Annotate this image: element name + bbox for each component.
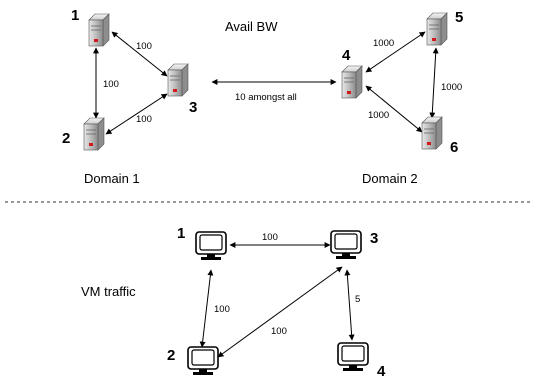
link-d2-5-6: [429, 47, 439, 119]
d2-node-5-label: 5: [455, 9, 463, 26]
inter-domain-label: 10 amongst all: [235, 92, 297, 103]
vm-traffic-caption: VM traffic: [81, 284, 136, 299]
link-vm-1-2: [199, 269, 214, 348]
label-vm-2-3: 100: [271, 326, 287, 337]
server-icon: [88, 13, 110, 47]
vm-node-3-label: 3: [370, 230, 378, 247]
vm-node-2-label: 2: [167, 347, 175, 364]
domain2-links: [365, 31, 439, 133]
server-icon: [167, 63, 189, 97]
d2-node-4-label: 4: [342, 47, 351, 64]
label-d2-5-6: 1000: [441, 82, 462, 93]
avail-bw-title: Avail BW: [225, 19, 278, 34]
monitor-icon: [330, 230, 362, 260]
d1-node-2-label: 2: [62, 130, 70, 147]
link-vm-3-4: [344, 269, 355, 341]
link-d2-4-6: [365, 85, 423, 133]
link-d2-4-5: [365, 31, 426, 73]
label-d1-2-3: 100: [136, 114, 152, 125]
link-d1-1-3: [111, 31, 168, 77]
d2-node-6-label: 6: [450, 139, 458, 156]
domain1-links: [93, 31, 168, 135]
server-icon: [426, 12, 448, 46]
monitor-icon: [337, 342, 369, 372]
label-d2-4-5: 1000: [373, 38, 394, 49]
vm-node-4-label: 4: [377, 363, 386, 380]
link-vm-2-3: [217, 266, 343, 358]
monitor-icon: [187, 346, 219, 376]
label-d1-1-2: 100: [103, 79, 119, 90]
domain2-caption: Domain 2: [362, 171, 418, 186]
server-icon: [421, 116, 443, 150]
d1-node-1-label: 1: [71, 7, 79, 24]
label-vm-3-4: 5: [355, 294, 360, 305]
label-vm-1-3: 100: [262, 232, 278, 243]
link-d1-2-3: [105, 93, 168, 135]
vm-links: [199, 242, 355, 358]
domain1-caption: Domain 1: [84, 171, 140, 186]
label-d1-1-3: 100: [136, 41, 152, 52]
monitor-icon: [195, 231, 227, 261]
server-icon: [341, 65, 363, 99]
label-vm-1-2: 100: [214, 304, 230, 315]
label-d2-4-6: 1000: [368, 110, 389, 121]
server-icon: [83, 117, 105, 151]
d1-node-3-label: 3: [189, 99, 197, 116]
vm-node-1-label: 1: [177, 225, 185, 242]
